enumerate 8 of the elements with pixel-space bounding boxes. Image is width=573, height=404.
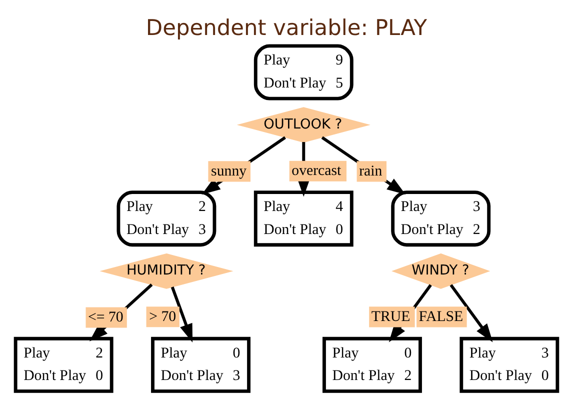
edge-label: overcast (292, 163, 342, 179)
edge-label: FALSE (418, 308, 464, 325)
edge-label: TRUE (371, 308, 410, 325)
edge-label: > 70 (149, 308, 176, 325)
edge-label: <= 70 (88, 309, 124, 326)
edge-label: sunny (211, 163, 247, 180)
diagram-title: Dependent variable: PLAY (146, 16, 428, 41)
edge-label: rain (359, 163, 382, 180)
